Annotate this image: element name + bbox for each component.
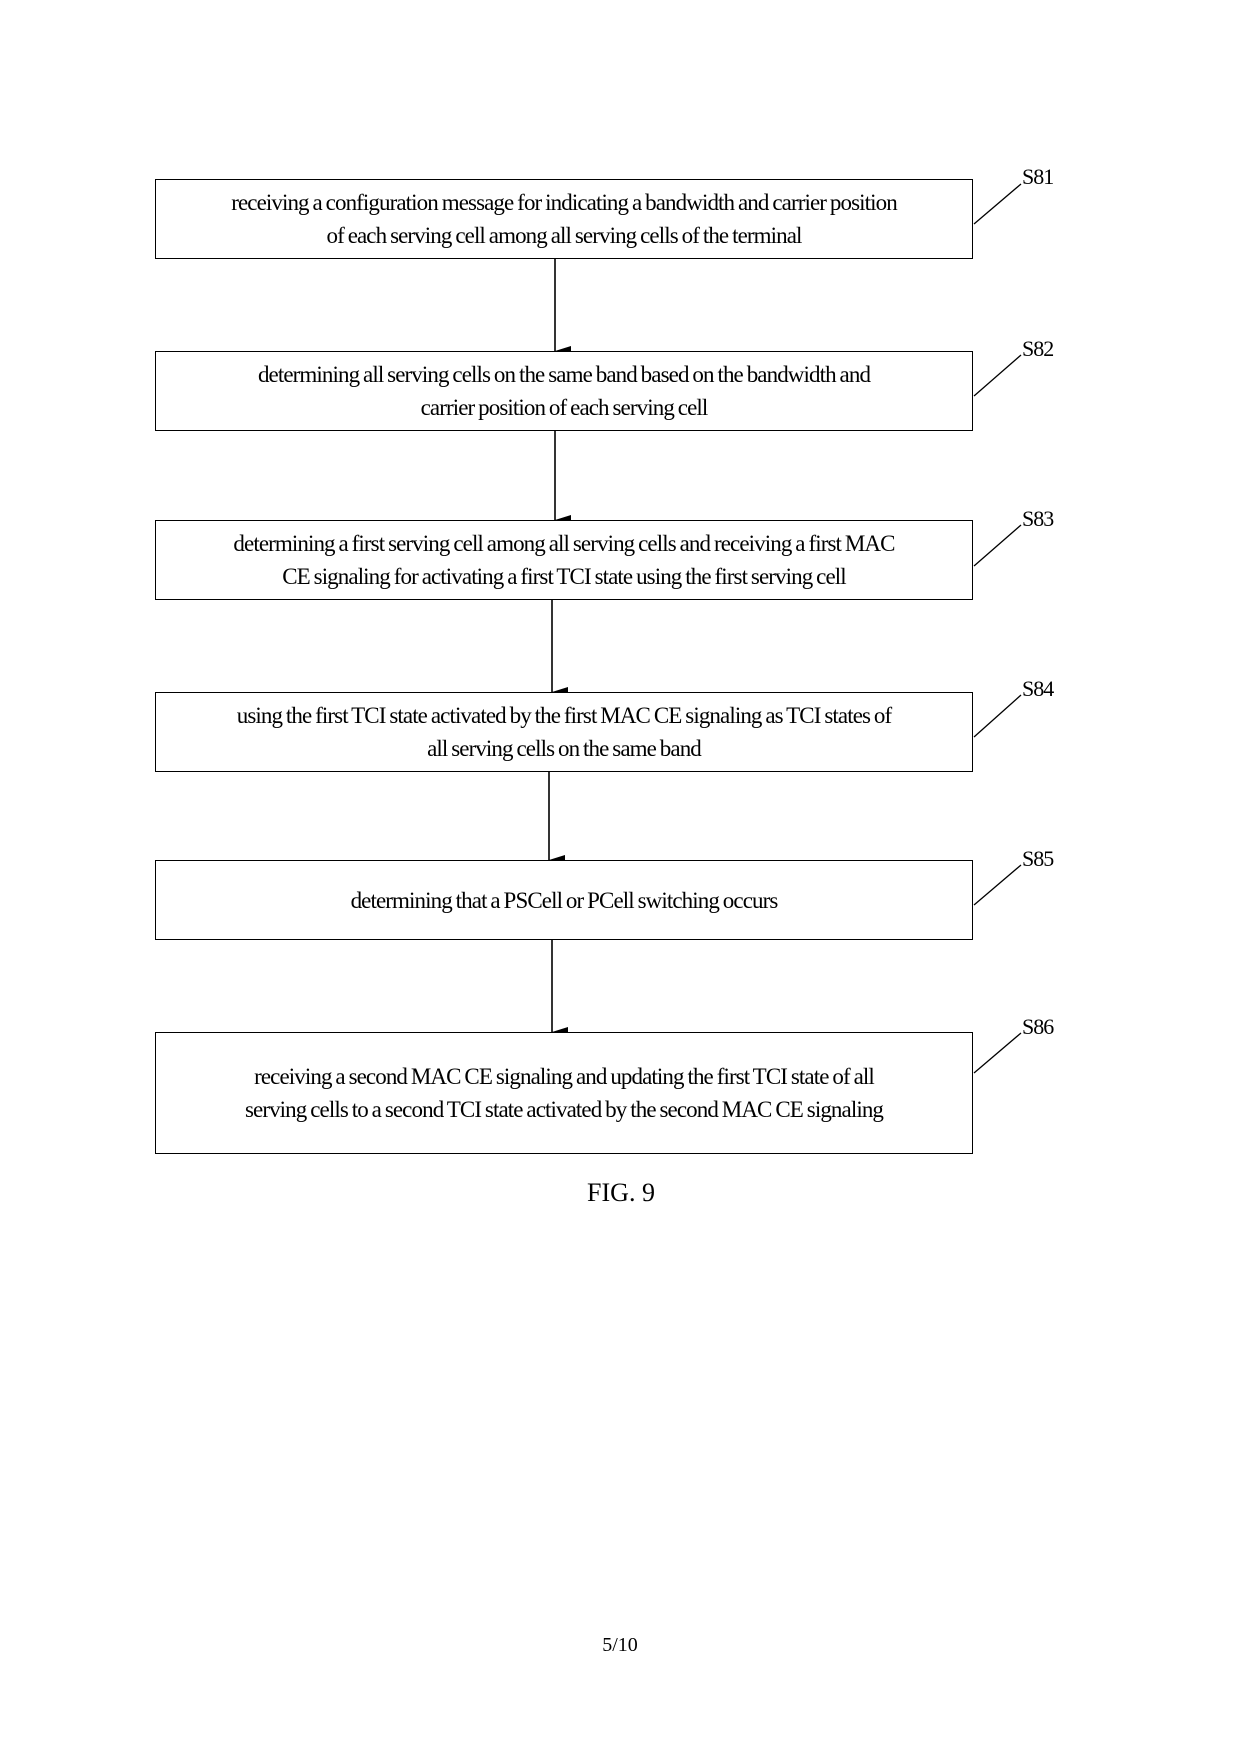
step-text-s85: determining that a PSCell or PCell switc…: [350, 887, 779, 913]
step-box-s82: determining all serving cells on the sam…: [155, 351, 973, 431]
step-label-s86: S86: [1022, 1014, 1054, 1039]
step-label-s82: S82: [1022, 336, 1054, 361]
step-box-s81: receiving a configuration message for in…: [155, 179, 973, 259]
step-text-s83: determining a first serving cell among a…: [233, 531, 895, 589]
step-label-s83: S83: [1022, 506, 1054, 531]
page-number: 5/10: [602, 1634, 638, 1656]
leader-line-s84: [973, 694, 1022, 738]
leader-line-s83: [973, 524, 1022, 567]
step-label-s85: S85: [1022, 846, 1054, 871]
step-text-s86: receiving a second MAC CE signaling and …: [244, 1064, 884, 1122]
step-label-s81: S81: [1022, 164, 1054, 189]
step-text-s84: using the first TCI state activated by t…: [236, 703, 892, 761]
step-box-s85: determining that a PSCell or PCell switc…: [155, 860, 973, 940]
figure-caption-text: FIG. 9: [587, 1178, 655, 1207]
step-box-s86: receiving a second MAC CE signaling and …: [155, 1032, 973, 1154]
leader-line-s86: [973, 1032, 1022, 1074]
step-label-s84: S84: [1022, 676, 1054, 701]
step-text-s81: receiving a configuration message for in…: [231, 190, 898, 248]
leader-line-s85: [973, 864, 1022, 906]
step-box-s83: determining a first serving cell among a…: [155, 520, 973, 600]
leader-line-s82: [973, 354, 1022, 397]
step-box-s84: using the first TCI state activated by t…: [155, 692, 973, 772]
leader-line-s81: [973, 183, 1022, 225]
step-text-s82: determining all serving cells on the sam…: [257, 362, 871, 420]
figure-caption: FIG. 9: [0, 1178, 1240, 1208]
